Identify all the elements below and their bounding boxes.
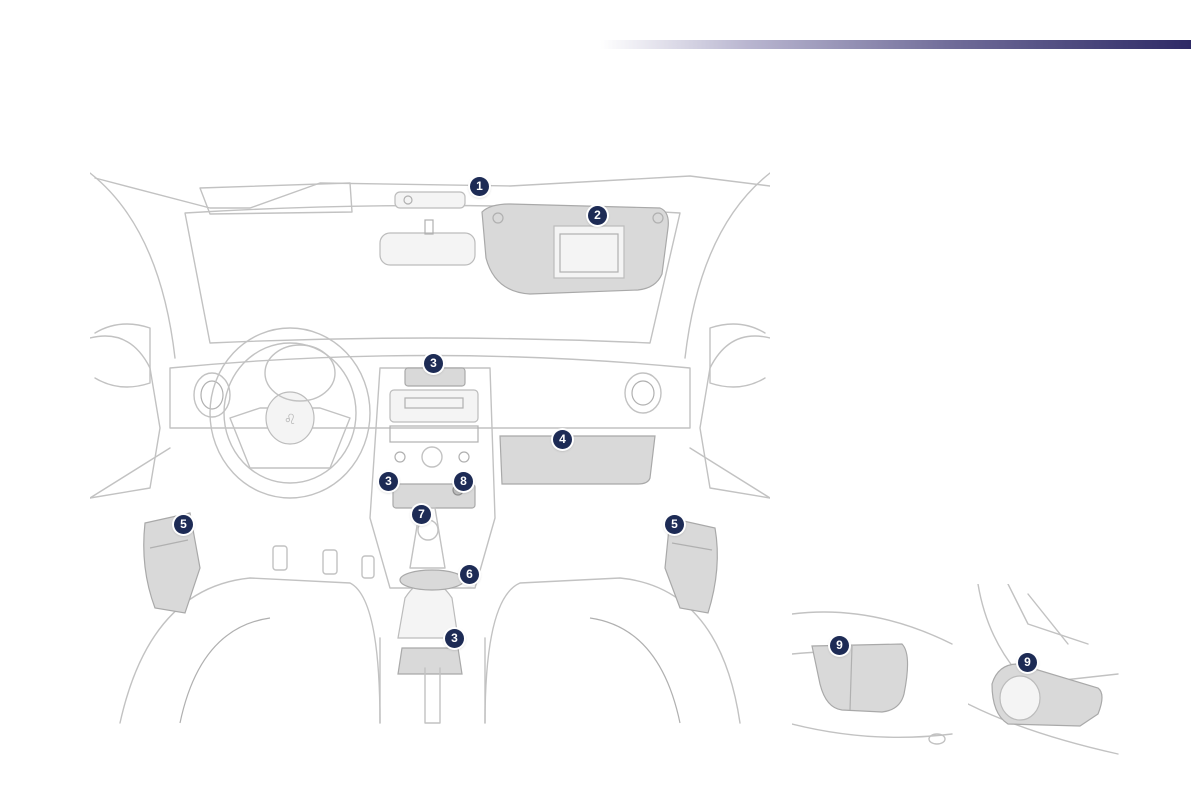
overhead-console [395, 192, 465, 208]
glove-box [500, 436, 655, 484]
radio-unit [390, 390, 478, 422]
callout-9-rear-pocket-left: 9 [830, 636, 849, 655]
rear-door-inset-right [968, 584, 1120, 756]
rear-door-inset-left [792, 584, 954, 756]
tunnel-storage [398, 648, 462, 674]
header-gradient-bar [600, 40, 1191, 49]
callout-9-rear-pocket-right: 9 [1018, 653, 1037, 672]
callout-5-left-door-pocket: 5 [174, 515, 193, 534]
callout-3-upper-storage: 3 [424, 354, 443, 373]
callout-3-lower-storage: 3 [379, 472, 398, 491]
rearview-mirror [380, 233, 475, 265]
callout-8-accessory-socket: 8 [454, 472, 473, 491]
lion-emblem-icon: ♌ [284, 412, 297, 428]
callout-1-overhead-light: 1 [470, 177, 489, 196]
steering-wheel: ♌ [210, 328, 370, 498]
dashboard-illustration: ♌ [90, 168, 770, 728]
callout-4-glove-box: 4 [553, 430, 572, 449]
callout-5-right-door-pocket: 5 [665, 515, 684, 534]
rear-door-pocket-left [812, 644, 908, 712]
callout-6-gear-cupholder: 6 [460, 565, 479, 584]
callout-3-tunnel-storage: 3 [445, 629, 464, 648]
callout-7-usb-socket: 7 [412, 505, 431, 524]
callout-2-vanity-mirror: 2 [588, 206, 607, 225]
gear-cupholder [400, 570, 464, 590]
